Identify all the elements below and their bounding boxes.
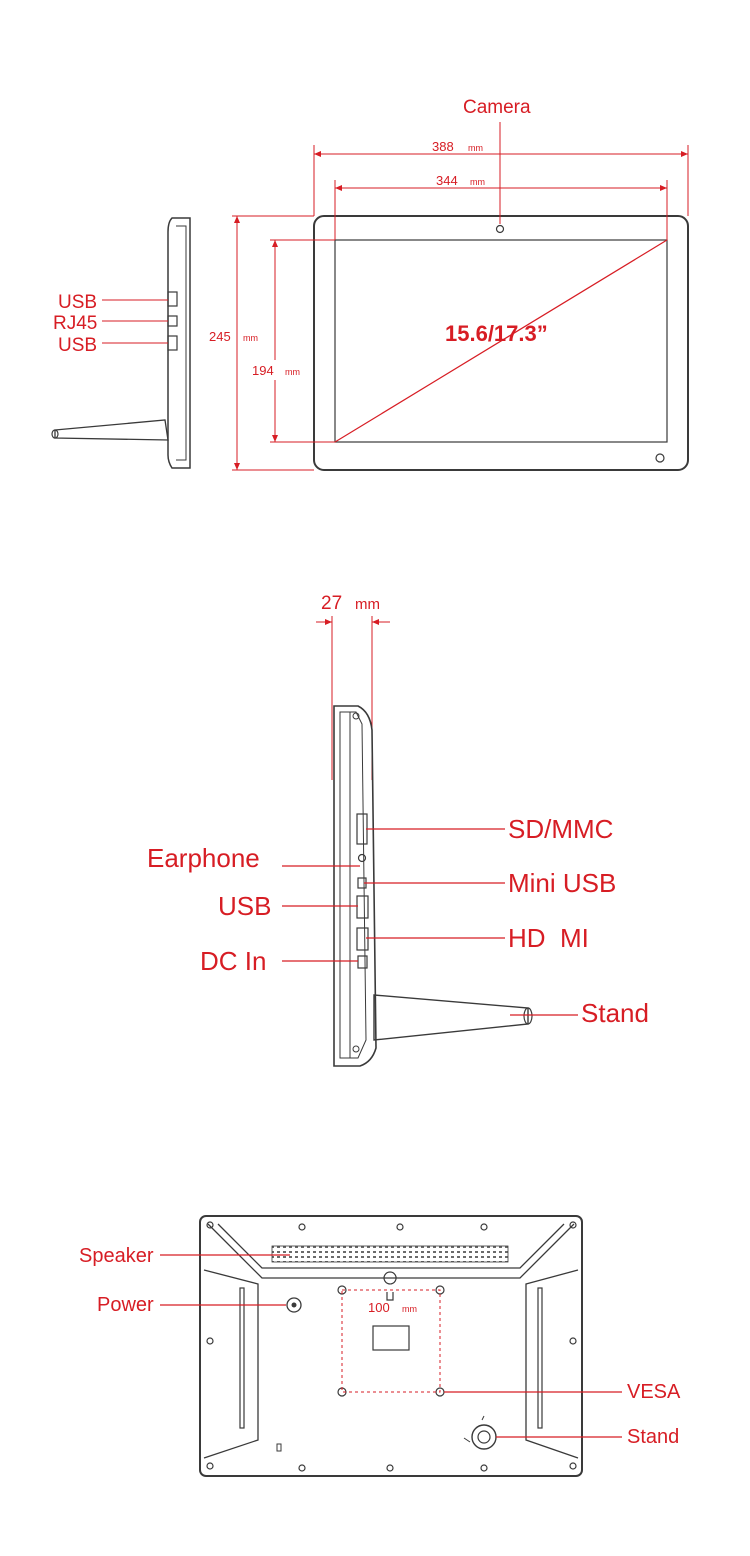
dc-in-label: DC In bbox=[200, 946, 266, 976]
speaker-label: Speaker bbox=[79, 1245, 154, 1267]
height-outer-value: 245 bbox=[209, 329, 231, 344]
stand-label-side: Stand bbox=[581, 998, 649, 1028]
front-view: USB RJ45 USB Camera 388 mm 344 mm bbox=[51, 97, 689, 471]
camera-icon bbox=[495, 224, 505, 234]
width-outer-value: 388 bbox=[432, 139, 454, 154]
sd-mmc-label: SD/MMC bbox=[508, 814, 613, 844]
usb-label: USB bbox=[218, 891, 271, 921]
height-outer-unit: mm bbox=[243, 333, 258, 343]
width-outer-unit: mm bbox=[468, 143, 483, 153]
vesa-distance-unit: mm bbox=[402, 1304, 417, 1314]
speaker-grille bbox=[271, 1245, 509, 1263]
camera-label: Camera bbox=[463, 97, 531, 118]
earphone-label: Earphone bbox=[147, 843, 260, 873]
depth-value: 27 bbox=[321, 593, 342, 614]
vesa-distance-value: 100 bbox=[368, 1300, 390, 1315]
width-screen-unit: mm bbox=[470, 177, 485, 187]
home-button-icon bbox=[655, 453, 665, 463]
port-usb-top-label: USB bbox=[58, 292, 97, 313]
depth-unit: mm bbox=[355, 596, 380, 613]
side-profile-device bbox=[51, 217, 191, 469]
hdmi-label: HD MI bbox=[508, 923, 589, 953]
port-usb-bottom-label: USB bbox=[58, 335, 97, 356]
diagonal-size-label: 15.6/17.3” bbox=[445, 321, 548, 346]
height-screen-unit: mm bbox=[285, 367, 300, 377]
vesa-label: VESA bbox=[627, 1381, 681, 1403]
side-view: 27 mm SD/MMC Earphone Mini USB U bbox=[147, 593, 649, 1067]
mini-usb-label: Mini USB bbox=[508, 868, 616, 898]
stand-socket-icon bbox=[471, 1424, 497, 1450]
front-display bbox=[313, 215, 689, 471]
width-screen-value: 344 bbox=[436, 173, 458, 188]
height-screen-value: 194 bbox=[252, 363, 274, 378]
port-rj45-label: RJ45 bbox=[53, 313, 97, 334]
stand-label-back: Stand bbox=[627, 1426, 679, 1448]
back-view: 100 mm Speaker Power VESA Stand bbox=[79, 1215, 681, 1477]
power-label: Power bbox=[97, 1294, 154, 1316]
power-button-icon bbox=[286, 1297, 302, 1313]
